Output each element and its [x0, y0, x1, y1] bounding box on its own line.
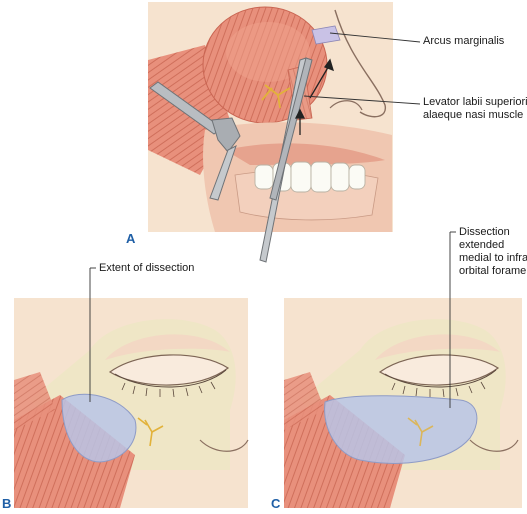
label-arcus-marginalis: Arcus marginalis [423, 35, 505, 47]
panel-c-illustration [284, 298, 522, 508]
arrow-up [294, 58, 334, 135]
eyelashes [121, 381, 216, 398]
label-extent-of-dissection: Extent of dissection [99, 262, 195, 274]
nerve-branch [261, 84, 291, 109]
panel-a-illustration [148, 2, 393, 263]
panel-letter-a: A [126, 231, 136, 246]
panel-b-illustration [14, 298, 249, 508]
teeth [254, 161, 366, 193]
panel-a-callouts [303, 32, 421, 105]
forceps-instrument [259, 57, 313, 263]
retractor-instrument [149, 81, 241, 201]
eyelashes [391, 381, 486, 398]
nerve-branch [407, 417, 434, 447]
panel-letter-c: C [271, 496, 281, 511]
label-dissection-extended: Dissection extended medial to infra- orb… [459, 226, 527, 277]
nerve-branch [137, 417, 164, 447]
label-levator-labii: Levator labii superioris alaeque nasi mu… [423, 96, 527, 121]
panel-letter-b: B [2, 496, 12, 511]
